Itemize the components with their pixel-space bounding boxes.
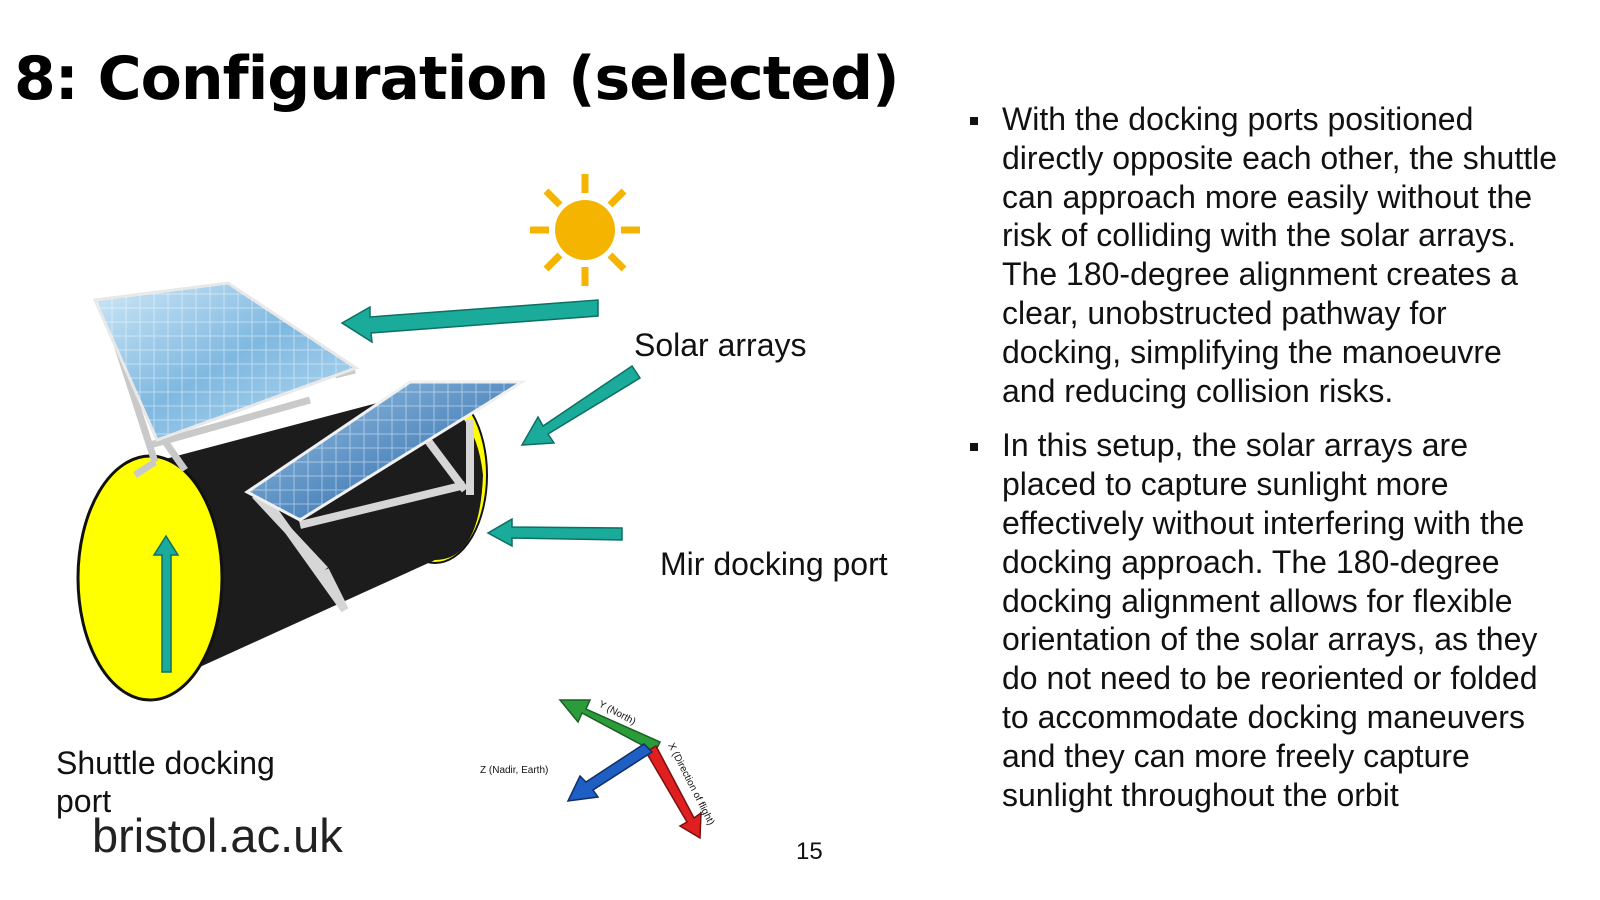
bullet-list: With the docking ports positioned direct…	[962, 100, 1562, 830]
bullet-text: In this setup, the solar arrays are plac…	[1002, 427, 1538, 813]
mir-docking-port-label: Mir docking port	[660, 546, 888, 582]
teal-arrows	[152, 299, 642, 673]
bullet-marker	[970, 443, 978, 452]
arrow-to-front-panel	[520, 364, 642, 446]
axis-z-arrow	[566, 743, 654, 802]
axis-z-label: Z (Nadir, Earth)	[480, 765, 548, 776]
configuration-diagram: Y (North) X (Direction of flight) Z (Nad…	[76, 174, 716, 840]
arrow-to-back-panel	[340, 299, 599, 344]
bullet-item: With the docking ports positioned direct…	[962, 100, 1562, 410]
brand-url: bristol.ac.uk	[92, 809, 343, 862]
axis-x-arrow	[644, 744, 702, 840]
slide-title: 8: Configuration (selected)	[14, 44, 899, 114]
solar-arrays-label: Solar arrays	[634, 327, 807, 363]
page-number: 15	[796, 838, 823, 865]
shuttle-docking-port-label: Shuttle docking port	[56, 745, 275, 819]
bullet-item: In this setup, the solar arrays are plac…	[962, 426, 1562, 814]
arrow-to-mir-port	[486, 517, 623, 548]
solar-panel-front	[244, 380, 528, 613]
axis-triad: Y (North) X (Direction of flight) Z (Nad…	[480, 699, 716, 840]
bullet-text: With the docking ports positioned direct…	[1002, 101, 1558, 409]
arrow-shuttle-port	[152, 534, 180, 673]
bullet-marker	[970, 117, 978, 125]
sun-icon	[530, 174, 640, 286]
solar-panel-back	[92, 281, 360, 478]
